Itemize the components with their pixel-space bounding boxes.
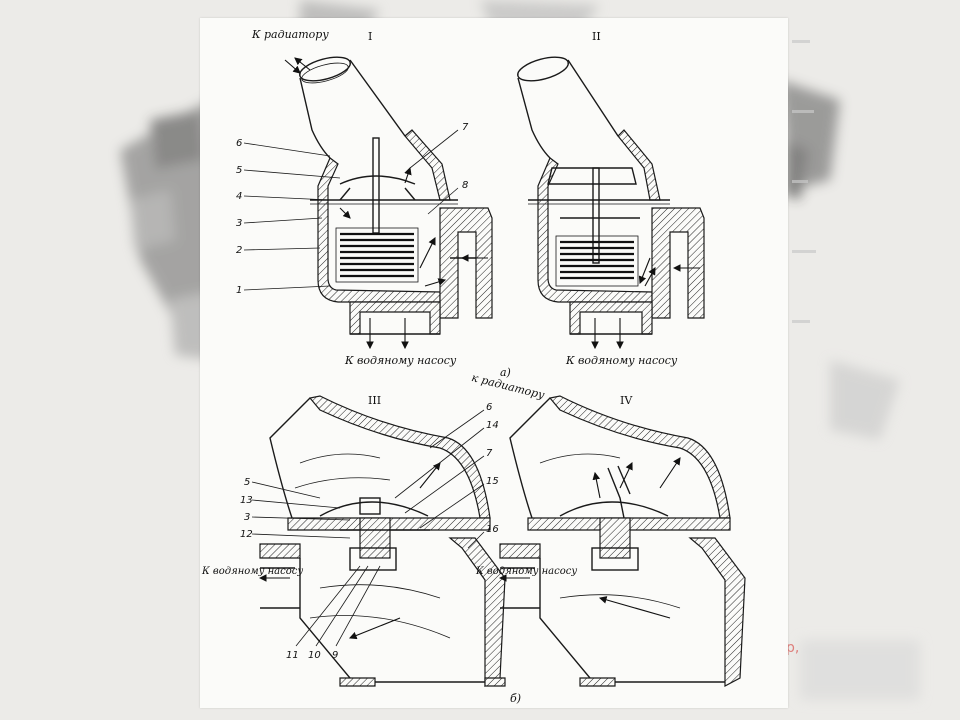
callout-I-8: 8 [462, 180, 468, 191]
callout-III-7: 7 [486, 448, 493, 459]
subfig-b: б) [510, 692, 521, 705]
callout-I-3: 3 [236, 218, 242, 229]
figure-II: II К водяному насосу а) [500, 30, 705, 379]
callout-III-13: 13 [240, 495, 253, 506]
callout-III-5: 5 [244, 477, 250, 488]
label-to-pump-bottom-right: К водяному насосу [475, 566, 577, 577]
callout-III-14: 14 [486, 420, 499, 431]
callout-III-12: 12 [240, 529, 253, 540]
svg-text:р,: р, [786, 640, 799, 656]
roman-I: I [368, 30, 372, 43]
callout-III-10: 10 [308, 650, 321, 661]
diagram-sheet: 6 5 4 3 2 1 7 8 I К радиатору К водяному… [200, 18, 788, 708]
faded-edge-marks [792, 40, 816, 323]
figure-I: 6 5 4 3 2 1 7 8 I К радиатору К водяному… [236, 28, 493, 367]
callout-I-1: 1 [236, 285, 242, 296]
callout-III-3: 3 [244, 512, 250, 523]
callout-I-7: 7 [462, 122, 469, 133]
callout-III-16: 16 [486, 524, 499, 535]
roman-III: III [368, 394, 381, 407]
roman-IV: IV [620, 394, 633, 407]
label-to-pump-top-left: К водяному насосу [344, 354, 457, 367]
callout-I-2: 2 [236, 245, 242, 256]
callout-I-5: 5 [236, 165, 242, 176]
thermostat-diagram: 6 5 4 3 2 1 7 8 I К радиатору К водяному… [201, 28, 746, 705]
callout-III-11: 11 [286, 650, 299, 661]
label-to-pump-top-right: К водяному насосу [565, 354, 678, 367]
figure-IV: IV к радиатору К водяному насосу [470, 371, 746, 687]
label-to-radiator-top: К радиатору [251, 28, 329, 41]
callout-III-9: 9 [332, 650, 338, 661]
bellows-I [335, 227, 419, 283]
roman-II: II [592, 30, 601, 43]
figure-III: 5 13 3 12 6 14 7 15 16 11 10 9 III К вод… [201, 394, 521, 705]
callout-III-6: 6 [486, 402, 492, 413]
subfig-a: а) [500, 366, 511, 379]
bellows-II [555, 235, 639, 287]
callout-III-15: 15 [486, 476, 499, 487]
callout-I-6: 6 [236, 138, 242, 149]
label-to-pump-bottom-left: К водяному насосу [201, 566, 303, 577]
callout-I-4: 4 [236, 191, 242, 202]
